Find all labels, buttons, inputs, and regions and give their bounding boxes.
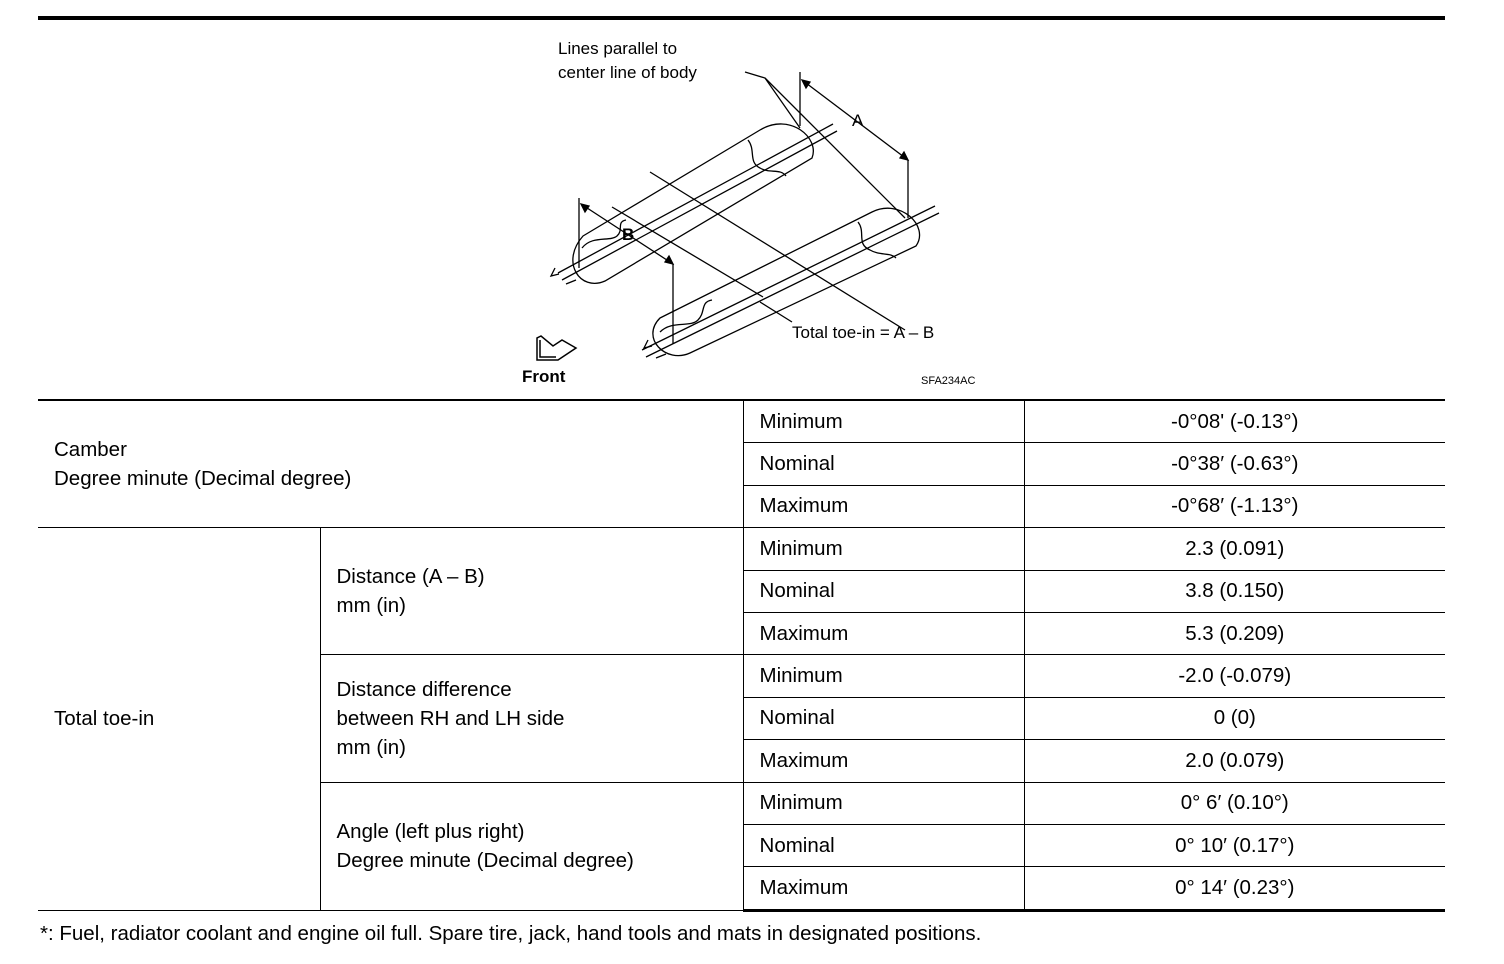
value-cell: 2.0 (0.079) xyxy=(1023,739,1446,783)
level-cell: Nominal xyxy=(742,823,1025,868)
left-tire xyxy=(572,123,814,284)
distance-unit-label: mm (in) xyxy=(336,594,406,618)
level-cell: Minimum xyxy=(742,399,1025,444)
camber-label: Camber xyxy=(54,438,127,462)
distance-difference-label: Distance difference xyxy=(336,677,512,701)
value-cell: 0° 6′ (0.10°) xyxy=(1023,781,1446,825)
table-row: Total toe-in Distance (A – B) mm (in) Mi… xyxy=(38,527,1446,911)
table-row: Maximum 2.0 (0.079) xyxy=(38,739,1446,783)
value-cell: 0° 10′ (0.17°) xyxy=(1023,823,1446,868)
level-cell: Nominal xyxy=(742,442,1025,486)
front-label: Front xyxy=(522,367,566,386)
level-cell: Minimum xyxy=(742,654,1025,698)
level-cell: Maximum xyxy=(742,611,1025,656)
level-cell: Maximum xyxy=(742,866,1025,912)
label-b: B xyxy=(622,225,634,244)
value-cell: -0°68′ (-1.13°) xyxy=(1023,484,1446,529)
table-row: Camber Degree minute (Decimal degree) Mi… xyxy=(38,399,1446,529)
toe-in-label-cell: Total toe-in xyxy=(38,527,321,911)
footnote: *: Fuel, radiator coolant and engine oil… xyxy=(40,922,982,945)
right-tire xyxy=(652,207,921,357)
table-row: Angle (left plus right) Degree minute (D… xyxy=(38,781,1446,911)
angle-label-cell: Angle (left plus right) Degree minute (D… xyxy=(319,781,744,911)
value-cell: 0° 14′ (0.23°) xyxy=(1023,866,1446,912)
level-cell: Nominal xyxy=(742,696,1025,741)
label-a: A xyxy=(852,111,864,130)
distance-difference-label-cell: Distance difference between RH and LH si… xyxy=(319,654,744,783)
table-row: Nominal 0° 10′ (0.17°) xyxy=(38,823,1446,868)
front-arrow-icon xyxy=(536,335,578,361)
table-row: Distance difference between RH and LH si… xyxy=(38,654,1446,783)
value-cell: -0°08' (-0.13°) xyxy=(1023,399,1446,444)
distance-label-cell: Distance (A – B) mm (in) xyxy=(319,527,744,656)
value-cell: -0°38′ (-0.63°) xyxy=(1023,442,1446,486)
label-parallel-line1: Lines parallel to xyxy=(558,39,677,58)
toe-in-diagram: Lines parallel to center line of body A … xyxy=(522,39,975,387)
value-cell: -2.0 (-0.079) xyxy=(1023,654,1446,698)
camber-label-cell: Camber Degree minute (Decimal degree) xyxy=(38,399,744,529)
level-cell: Minimum xyxy=(742,527,1025,571)
table-row: Maximum 0° 14′ (0.23°) xyxy=(38,866,1446,912)
level-cell: Maximum xyxy=(742,484,1025,529)
level-cell: Nominal xyxy=(742,569,1025,613)
distance-label: Distance (A – B) xyxy=(336,565,485,589)
table-row: Maximum 5.3 (0.209) xyxy=(38,611,1446,656)
angle-unit-label: Degree minute (Decimal degree) xyxy=(336,849,634,873)
formula-label: Total toe-in = A – B xyxy=(792,323,934,342)
alignment-spec-table: Camber Degree minute (Decimal degree) Mi… xyxy=(38,399,1446,912)
value-cell: 3.8 (0.150) xyxy=(1023,569,1446,613)
level-cell: Minimum xyxy=(742,781,1025,825)
value-cell: 5.3 (0.209) xyxy=(1023,611,1446,656)
figure-code: SFA234AC xyxy=(921,375,975,387)
value-cell: 2.3 (0.091) xyxy=(1023,527,1446,571)
distance-difference-unit-label: mm (in) xyxy=(336,735,406,759)
level-cell: Maximum xyxy=(742,739,1025,783)
label-parallel-line2: center line of body xyxy=(558,63,697,82)
top-rule xyxy=(38,16,1445,20)
camber-unit-label: Degree minute (Decimal degree) xyxy=(54,467,352,491)
table-row: Nominal 3.8 (0.150) xyxy=(38,569,1446,613)
angle-label: Angle (left plus right) xyxy=(336,820,525,844)
table-row: Nominal 0 (0) xyxy=(38,696,1446,741)
distance-difference-label-2: between RH and LH side xyxy=(336,706,565,730)
value-cell: 0 (0) xyxy=(1023,696,1446,741)
